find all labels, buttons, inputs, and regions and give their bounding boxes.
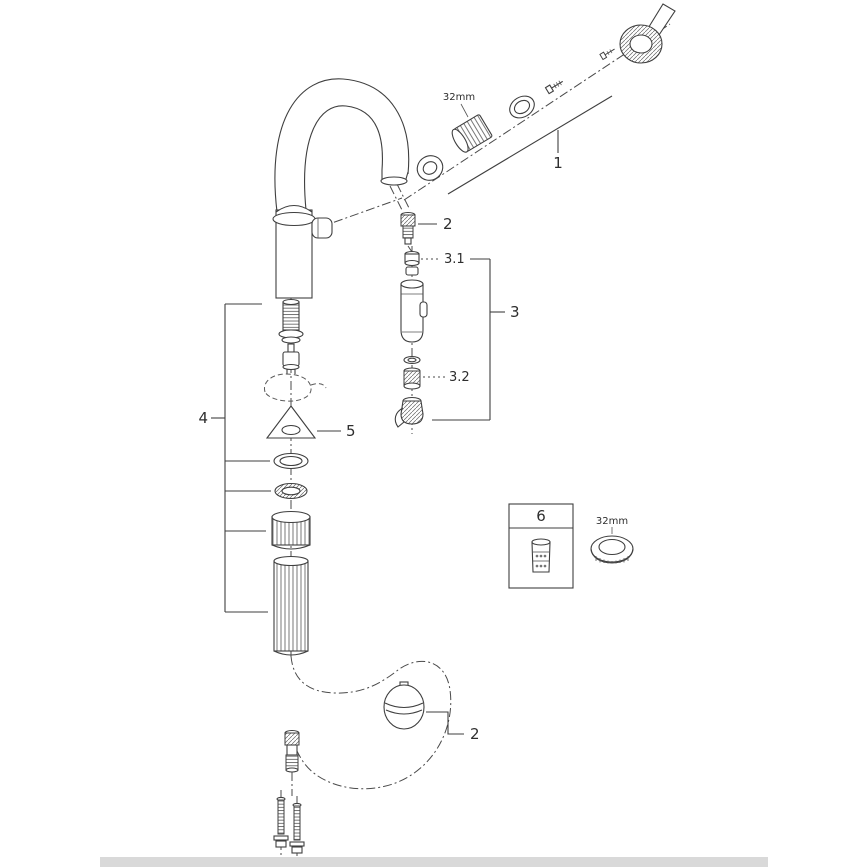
callout-2-top-label: 2 (443, 215, 453, 233)
spout-outlet-rim (380, 176, 408, 186)
screw-small-2 (599, 48, 615, 61)
callout-6-label: 6 (536, 507, 546, 525)
hose-loop (290, 655, 452, 790)
part-group-4-body-column: 5 4 (198, 298, 356, 656)
ribbed-ring-32mm (590, 535, 634, 564)
nut (275, 840, 287, 848)
callout-4-label: 4 (198, 409, 208, 427)
aerator-insert (416, 155, 444, 181)
o-ring-lower (274, 482, 308, 500)
lever-knob (619, 3, 676, 64)
washer (289, 841, 305, 847)
screw-small-1 (544, 80, 563, 95)
part-group-6-service-box: 6 32mm (508, 503, 634, 589)
callout-2-bottom-label: 2 (470, 725, 480, 743)
nozzle-clip (394, 407, 405, 428)
spray-head-body (400, 279, 428, 343)
ribbed-tube (273, 555, 309, 656)
dimension-32mm-box: 32mm (596, 516, 628, 527)
hose-outlet-stub (311, 217, 333, 239)
body-top-dome (275, 204, 313, 213)
spray-head-button (419, 301, 428, 318)
part-2-hose-weight: 2 (383, 681, 480, 743)
cartridge (282, 343, 300, 374)
callout-5-label: 5 (346, 422, 356, 440)
part-group-3-spray-head: 3.1 3.2 (394, 250, 520, 428)
o-ring-upper (273, 452, 309, 470)
callout-1-bracket (447, 95, 613, 195)
mounting-studs (273, 796, 305, 854)
ribbed-collar (271, 510, 311, 550)
part-6-box (508, 503, 574, 589)
dimension-32mm-top: 32mm (443, 92, 475, 103)
callout-4-bracket (211, 303, 271, 613)
handle-ghost-outline (263, 373, 327, 402)
faucet-body (272, 204, 333, 299)
callout-2-bottom-leader (426, 711, 464, 735)
dimension-32mm-leader (460, 103, 469, 118)
threaded-shank (278, 298, 304, 344)
part-3-2-mousseur (403, 355, 421, 390)
part-2-hose-connector-top: 2 (400, 211, 453, 245)
body-collar-ring (272, 211, 316, 227)
callout-3-label: 3 (510, 303, 520, 321)
hose-connector-bottom (284, 729, 300, 773)
callout-3-bracket (432, 258, 505, 421)
callout-3-1-label: 3.1 (444, 252, 465, 267)
mousseur-insert (531, 538, 551, 573)
part-group-1: 1 32mm (416, 3, 676, 195)
seal-ring (509, 95, 535, 119)
mounting-stud-2 (289, 802, 305, 854)
part-3-1-check-valve (404, 250, 420, 276)
callout-1-label: 1 (553, 154, 563, 172)
faucet-spout (274, 78, 410, 213)
mounting-stud-1 (273, 796, 289, 848)
nut (291, 846, 303, 854)
baseline-bar (100, 857, 768, 867)
callout-3-2-label: 3.2 (449, 370, 470, 385)
part-5-mounting-cone (265, 405, 317, 439)
spray-nozzle (394, 396, 424, 428)
washer (273, 835, 289, 841)
threaded-cylinder-32mm (451, 114, 493, 153)
